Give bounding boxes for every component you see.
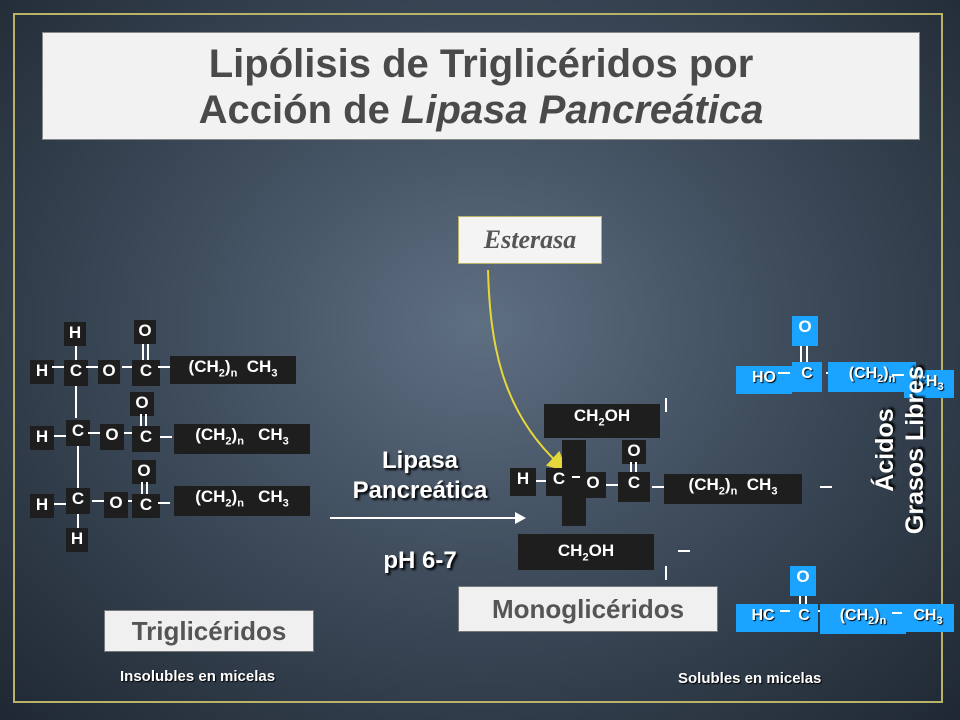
solubles-caption: Solubles en micelas <box>678 670 822 687</box>
fa2-hc: HC <box>736 604 790 632</box>
tg-chain2: (CH2)n CH3 <box>174 424 310 454</box>
tg-h1: H <box>30 360 54 384</box>
mg-cc: C <box>618 472 650 502</box>
slide-title: Lipólisis de Triglicéridos por Acción de… <box>42 32 920 140</box>
reaction-arrow <box>330 512 526 524</box>
tg-o-top1: O <box>134 320 156 344</box>
tg-h3: H <box>30 494 54 518</box>
mg-ch2oh-bottom: CH2OH <box>518 534 654 570</box>
acidos-grasos-label: Ácidos Grasos Libres <box>871 365 929 535</box>
tg-o-top2: O <box>130 392 154 416</box>
mg-o: O <box>580 472 606 498</box>
mg-o-top: O <box>622 440 646 464</box>
fa1-c: C <box>792 362 822 392</box>
tg-c3: C <box>66 488 90 514</box>
tg-cc2: C <box>132 426 160 452</box>
fa2-ch3: CH3 <box>902 604 954 632</box>
insolubles-caption: Insolubles en micelas <box>120 668 276 685</box>
title-line2-italic: Lipasa Pancreática <box>400 88 764 132</box>
tg-h2: H <box>30 426 54 450</box>
fa1-o: O <box>792 316 818 346</box>
tg-c2: C <box>66 420 90 446</box>
ph-label: pH 6-7 <box>383 547 457 574</box>
tg-o1: O <box>98 360 120 384</box>
tg-chain3: (CH2)n CH3 <box>174 486 310 516</box>
mg-chain: (CH2)n CH3 <box>664 474 802 504</box>
mg-ch2oh-top: CH2OH <box>544 404 660 438</box>
tg-o-top3: O <box>132 460 156 484</box>
tg-o2: O <box>100 424 124 450</box>
fa2-c: C <box>790 604 818 632</box>
tg-chain1: (CH2)n CH3 <box>170 356 296 384</box>
slide-frame <box>13 13 943 703</box>
title-line2-prefix: Acción de <box>198 88 401 132</box>
tg-cc1: C <box>132 360 160 386</box>
fa1-chain: (CH2)n <box>828 362 916 392</box>
tg-cc3: C <box>132 494 160 518</box>
tg-o3: O <box>104 492 128 518</box>
tg-c1: C <box>64 360 88 386</box>
fa1-ch3: CH3 <box>904 370 954 398</box>
fa1-ho: HO <box>736 366 792 394</box>
monoglicéridos-label: Monoglicéridos <box>458 586 718 632</box>
lipasa-label: Lipasa Pancreática <box>352 447 488 504</box>
triglicéridos-label: Triglicéridos <box>104 610 314 652</box>
esterasa-arrow <box>487 269 568 472</box>
mg-h: H <box>510 468 536 496</box>
esterasa-box: Esterasa <box>458 216 602 264</box>
mg-c: C <box>546 468 572 496</box>
tg-bottom-h: H <box>66 528 88 552</box>
fa2-chain: (CH2)n <box>820 604 906 634</box>
title-line1: Lipólisis de Triglicéridos por <box>208 42 754 86</box>
tg-top-h: H <box>64 322 86 346</box>
fa2-o: O <box>790 566 816 596</box>
